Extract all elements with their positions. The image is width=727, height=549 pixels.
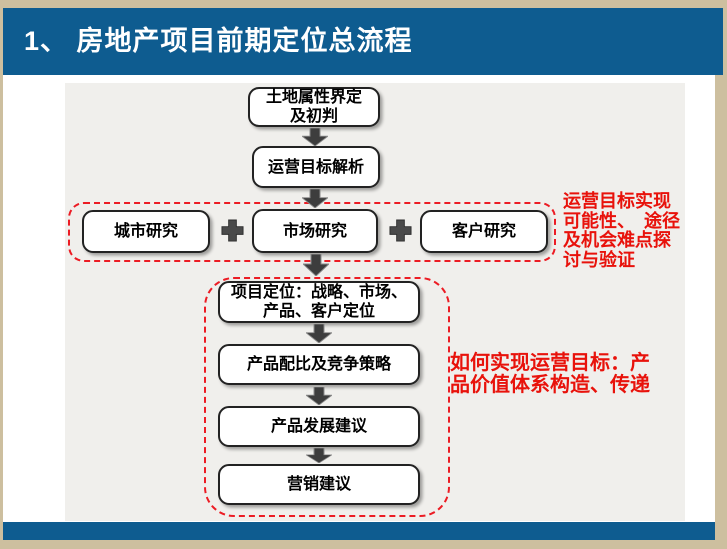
arrow-down-icon	[302, 128, 328, 146]
plus-icon	[221, 219, 244, 242]
footer-bar	[3, 522, 715, 540]
positioning-group-note: 如何实现运营目标：产 品价值体系构造、传递	[450, 352, 650, 396]
flow-box-land: 土地属性界定 及初判	[248, 87, 380, 127]
arrow-down-icon	[303, 254, 329, 276]
plus-icon	[389, 219, 412, 242]
flow-box-city: 城市研究	[82, 210, 210, 253]
flow-box-dev: 产品发展建议	[218, 406, 420, 447]
flow-box-marketing: 营销建议	[218, 464, 420, 505]
research-group-note: 运营目标实现 可能性、 途径 及机会难点探 讨与验证	[563, 191, 680, 270]
positioning-group-outline	[204, 277, 450, 517]
arrow-down-icon	[302, 189, 328, 208]
flow-box-mix: 产品配比及竞争策略	[218, 344, 420, 385]
flow-box-customer: 客户研究	[420, 210, 548, 253]
flow-box-market: 市场研究	[252, 209, 378, 253]
arrow-down-icon	[306, 387, 332, 405]
arrow-down-icon	[306, 448, 332, 463]
header-bar: 1、 房地产项目前期定位总流程	[3, 8, 723, 75]
flow-box-positioning: 项目定位：战略、市场、 产品、客户定位	[218, 281, 420, 323]
flow-box-goal: 运营目标解析	[252, 146, 380, 188]
slide-title: 1、 房地产项目前期定位总流程	[24, 26, 413, 56]
arrow-down-icon	[306, 324, 332, 343]
